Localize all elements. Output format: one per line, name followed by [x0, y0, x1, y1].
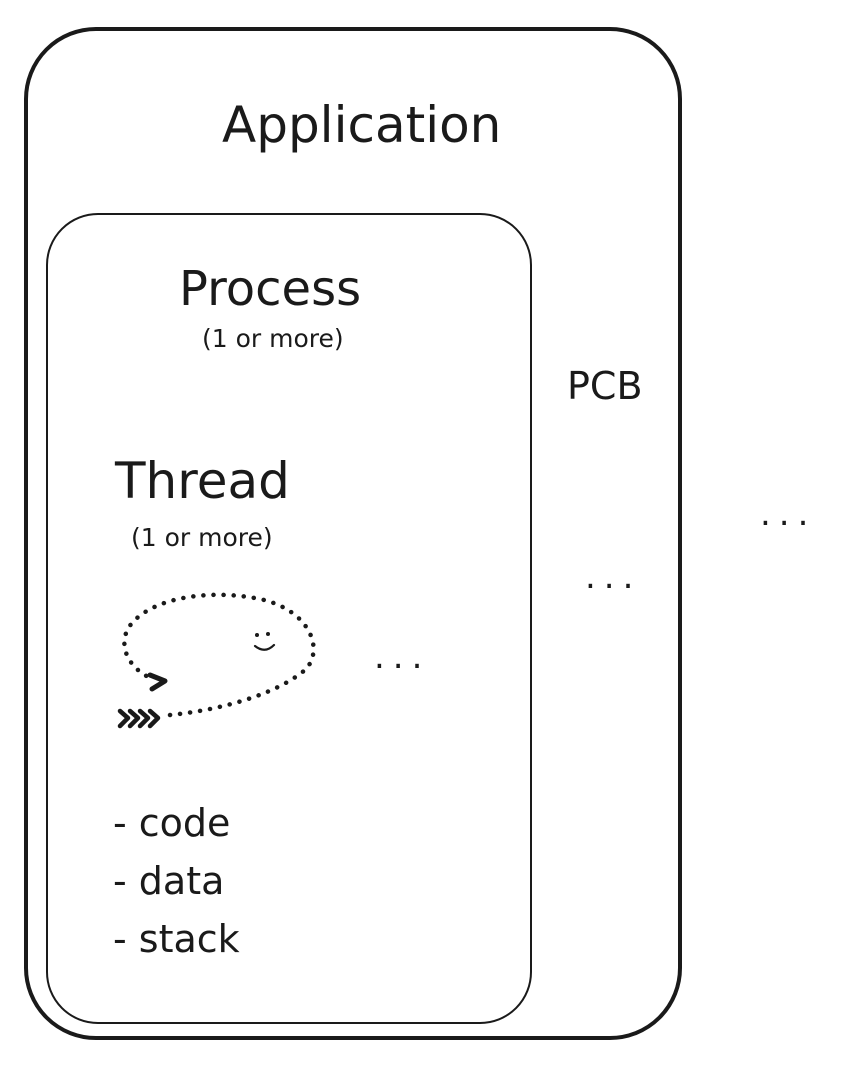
- process-box: [46, 213, 532, 1024]
- application-ellipsis: ...: [760, 494, 817, 534]
- pcb-label: PCB: [567, 364, 643, 408]
- application-box: [24, 27, 682, 1040]
- process-subtitle: (1 or more): [202, 324, 344, 353]
- process-ellipsis: ...: [585, 557, 642, 597]
- thread-title: Thread: [115, 452, 290, 510]
- application-title: Application: [222, 96, 502, 154]
- thread-segment-list: - code - data - stack: [113, 800, 240, 974]
- thread-subtitle: (1 or more): [131, 523, 273, 552]
- segment-stack: - stack: [113, 917, 240, 961]
- segment-code: - code: [113, 801, 231, 845]
- thread-ellipsis: ...: [374, 637, 431, 677]
- process-title: Process: [179, 261, 362, 317]
- thread-loop-icon: [117, 592, 316, 729]
- segment-data: - data: [113, 859, 225, 903]
